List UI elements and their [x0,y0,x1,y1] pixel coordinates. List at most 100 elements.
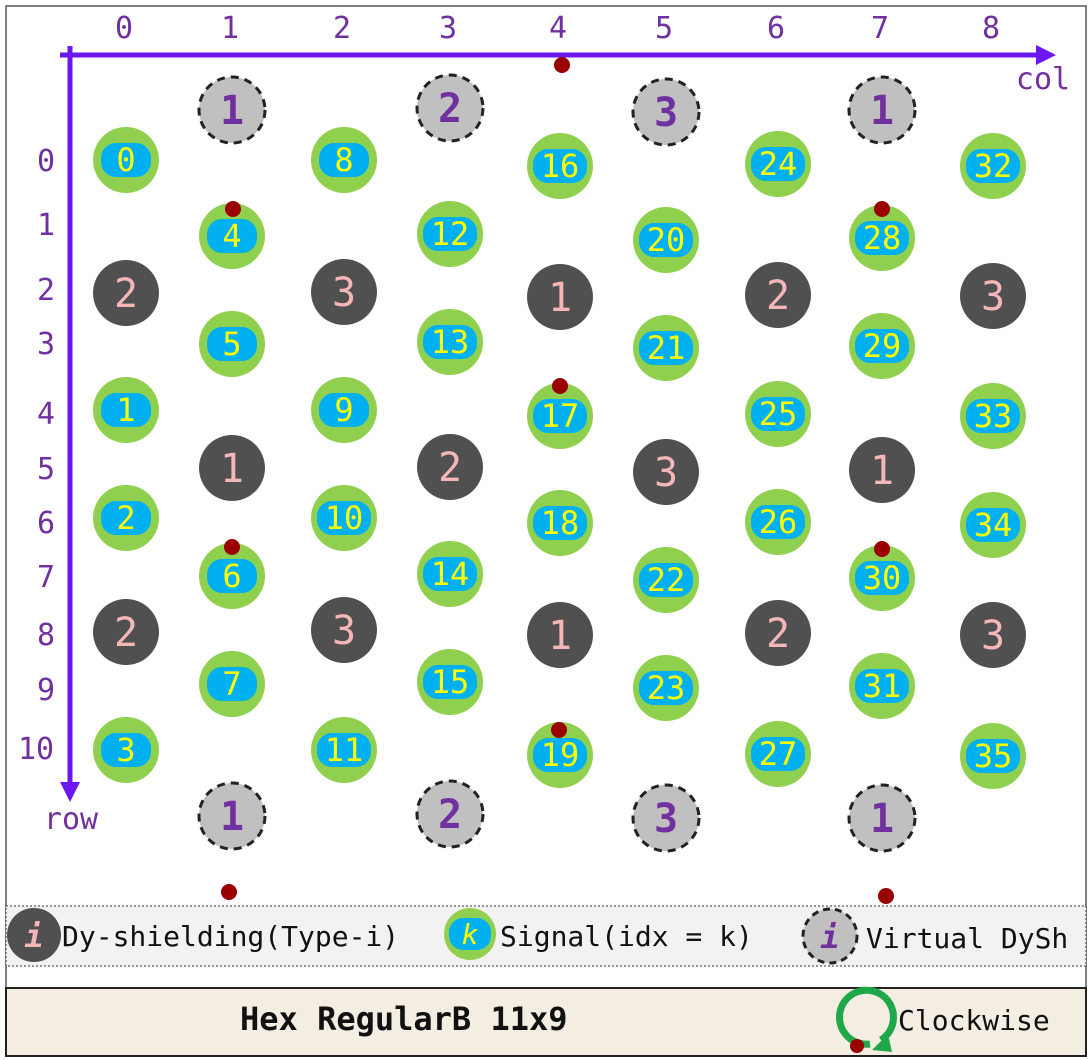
signal-node-label: 2 [116,499,135,537]
signal-node: 31 [849,653,915,719]
signal-node: 22 [633,547,699,613]
col-tick-label: 8 [982,11,1000,46]
dysh-node: 2 [417,434,483,500]
signal-node-core [533,149,587,183]
virtual-dysh-node: 3 [631,77,701,147]
dysh-node: 1 [199,435,265,501]
signal-node-core [855,669,909,703]
row-tick-label: 7 [37,560,55,595]
red-dot-marker [224,539,240,555]
virtual-dysh-label: 1 [870,88,894,134]
row-tick-label: 6 [37,506,55,541]
virtual-dysh-node: 2 [415,73,485,143]
signal-node: 2 [93,485,159,551]
signal-node-label: 0 [116,141,135,179]
dysh-node-label: 1 [548,613,572,659]
dysh-node-label: 1 [548,275,572,321]
signal-node-core [423,557,477,591]
dysh-node-label: 3 [981,613,1005,659]
col-tick-label: 4 [549,11,567,46]
signal-node: 7 [199,651,265,717]
col-tick-label: 2 [333,11,351,46]
signal-node: 16 [527,133,593,199]
signal-node-core [751,505,805,539]
signal-node-label: 35 [974,737,1013,775]
dysh-node: 1 [527,602,593,668]
signal-node-core [101,143,151,177]
signal-node-core [751,737,805,771]
signal-node-core [101,733,151,767]
signal-node-label: 19 [541,736,580,774]
signal-node: 3 [93,717,159,783]
col-axis-arrowhead [1036,45,1056,65]
signal-node-core [317,733,371,767]
virtual-dysh-circle [415,73,485,143]
signal-node-core [207,667,257,701]
red-dot-marker [874,541,890,557]
signal-node-label: 26 [759,503,798,541]
signal-node-label: 23 [647,669,686,707]
row-tick-label: 9 [37,673,55,708]
signal-node-label: 12 [431,215,470,253]
row-tick-label: 4 [37,397,55,432]
dysh-node: 2 [93,599,159,665]
signal-node-label: 34 [974,506,1013,544]
signal-node-core [319,143,369,177]
signal-node: 17 [527,383,593,449]
signal-node-label: 18 [541,504,580,542]
dysh-node-label: 2 [766,611,790,657]
virtual-dysh-label: 1 [220,794,244,840]
dysh-node: 2 [93,260,159,326]
legend-virtual-text: Virtual DySh [866,922,1068,955]
legend-box [5,905,1087,967]
signal-node-core [966,399,1020,433]
signal-node: 35 [960,723,1026,789]
virtual-dysh-label: 2 [438,792,462,838]
row-tick-label: 8 [37,618,55,653]
signal-node: 1 [93,377,159,443]
signal-node-label: 7 [222,665,241,703]
signal-node: 8 [311,127,377,193]
signal-node: 24 [745,131,811,197]
signal-node-label: 24 [759,145,798,183]
red-dot-marker [552,378,568,394]
signal-node: 15 [417,649,483,715]
virtual-dysh-node: 1 [847,75,917,145]
legend-signal-text: Signal(idx = k) [500,920,753,953]
signal-node-label: 33 [974,397,1013,435]
signal-node: 6 [199,543,265,609]
signal-node-core [639,671,693,705]
dysh-node-circle [527,602,593,668]
dysh-node-circle [745,262,811,328]
signal-layer: 0123456789101112131415161718192021222324… [93,127,1026,789]
signal-node-core [639,331,693,365]
signal-node: 28 [849,205,915,271]
footer-bar [5,987,1087,1057]
signal-node-label: 30 [863,559,902,597]
col-axis-label: col [1016,62,1070,97]
signal-node-core [207,219,257,253]
signal-node-core [101,393,151,427]
dysh-node-label: 1 [870,448,894,494]
dysh-node-label: 2 [766,273,790,319]
row-tick-label: 10 [18,732,54,767]
dysh-node: 1 [849,437,915,503]
virtual-dysh-circle [631,783,701,853]
virtual-dysh-label: 3 [654,90,678,136]
clockwise-icon [836,986,897,1053]
signal-node-label: 25 [759,395,798,433]
signal-node: 27 [745,721,811,787]
col-tick-label: 0 [115,11,133,46]
signal-node-core [855,221,909,255]
dysh-node-label: 3 [654,450,678,496]
dysh-node-label: 3 [981,274,1005,320]
signal-node: 25 [745,381,811,447]
signal-node-core [855,329,909,363]
dysh-node-circle [745,600,811,666]
signal-node: 29 [849,313,915,379]
dysh-node-circle [199,435,265,501]
signal-node-core [423,217,477,251]
signal-node: 12 [417,201,483,267]
